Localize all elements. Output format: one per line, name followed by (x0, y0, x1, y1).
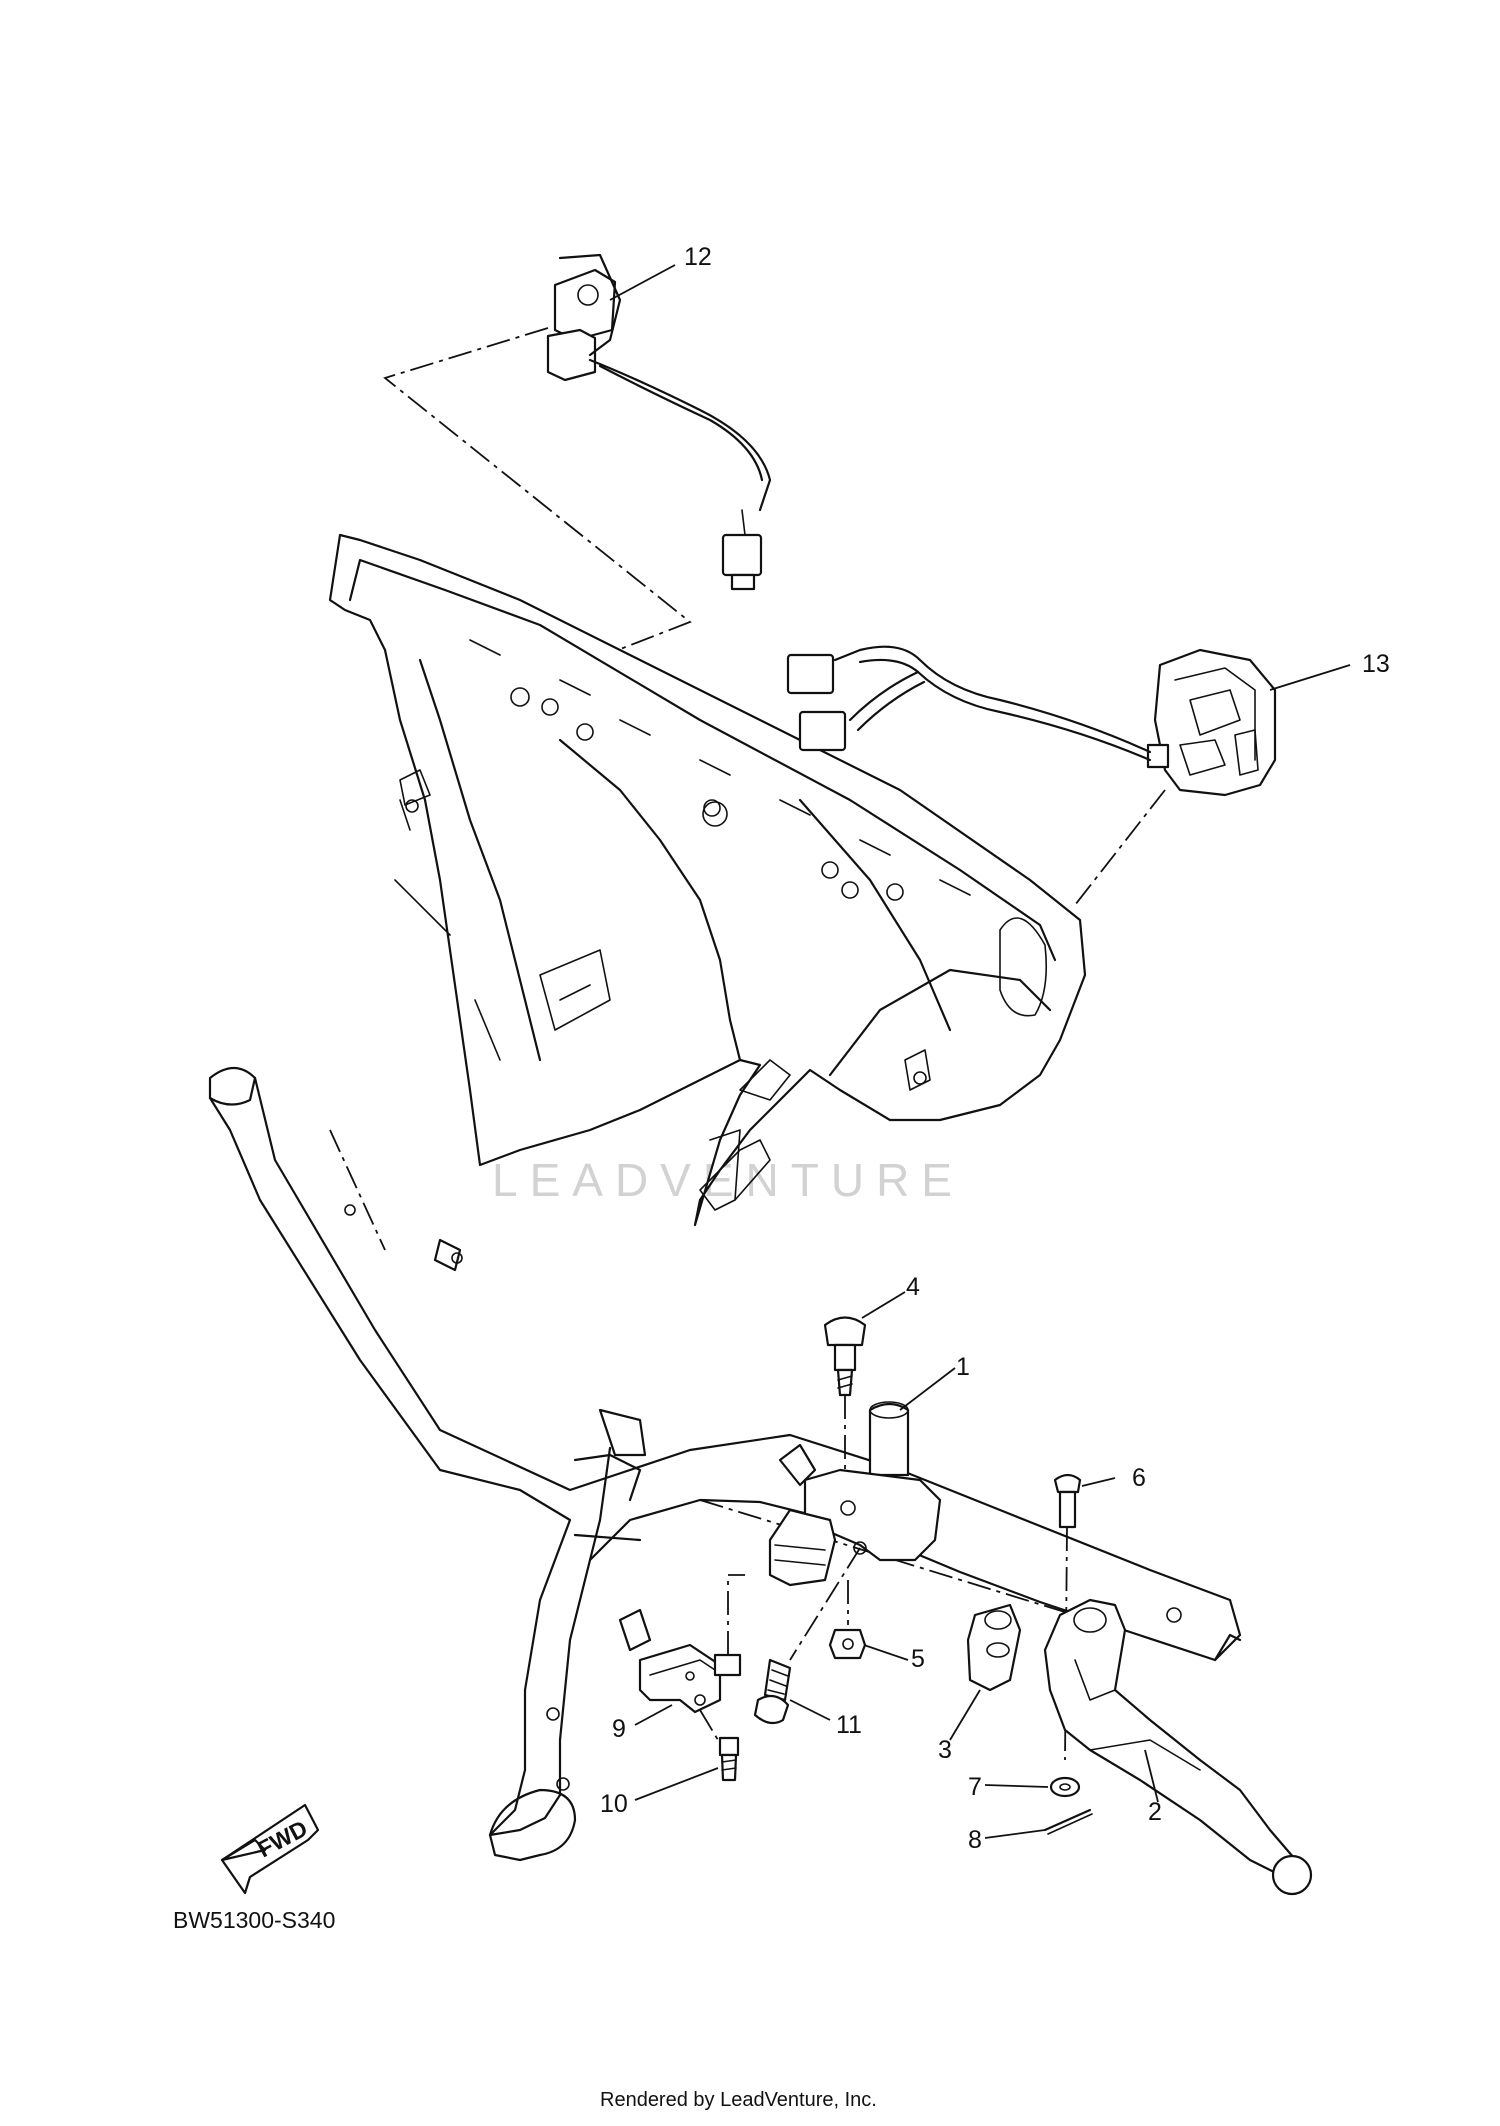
footer-credit: Rendered by LeadVenture, Inc. (600, 2089, 877, 2111)
callout-5: 5 (911, 1645, 925, 1673)
callout-9: 9 (612, 1715, 626, 1743)
handlebar (208, 1066, 1242, 1862)
callout-leaders (609, 264, 1351, 1839)
part-3-adjuster (966, 1603, 1022, 1692)
part-10-screw (718, 1736, 740, 1782)
diagram-code: BW51300-S340 (173, 1907, 335, 1933)
callout-10: 10 (600, 1790, 628, 1818)
callout-2: 2 (1148, 1798, 1162, 1826)
leader-9-axis (727, 1574, 745, 1655)
callout-12: 12 (684, 243, 712, 271)
part-1-holder (768, 1401, 942, 1587)
callout-1: 1 (956, 1353, 970, 1381)
handle-cover (328, 533, 1087, 1227)
leader-12-assembly (383, 327, 692, 656)
callout-6: 6 (1132, 1464, 1146, 1492)
fwd-arrow-icon: FWD (220, 1803, 320, 1895)
callout-11: 11 (836, 1711, 862, 1739)
part-12-relay (546, 253, 772, 591)
part-13-switch (786, 645, 1277, 797)
part-11-screw (753, 1658, 792, 1725)
leader-10-axis (699, 1709, 719, 1741)
leader-13-assembly (1074, 789, 1166, 906)
part-4-bolt (823, 1316, 867, 1397)
part-6-pin (1053, 1473, 1082, 1529)
leader-11-axis (789, 1547, 861, 1661)
callout-4: 4 (906, 1273, 920, 1301)
part-9-switch (638, 1643, 742, 1714)
callout-labels: 12 13 4 1 6 5 11 3 7 8 2 9 10 (600, 243, 1390, 1854)
part-7-washer (1049, 1776, 1081, 1798)
callout-8: 8 (968, 1826, 982, 1854)
part-5-nut (828, 1628, 867, 1660)
part-8-cotter-pin (1043, 1808, 1093, 1835)
callout-13: 13 (1362, 650, 1390, 678)
part-2-lever (1043, 1598, 1313, 1896)
callout-7: 7 (968, 1773, 982, 1801)
callout-3: 3 (938, 1736, 952, 1764)
